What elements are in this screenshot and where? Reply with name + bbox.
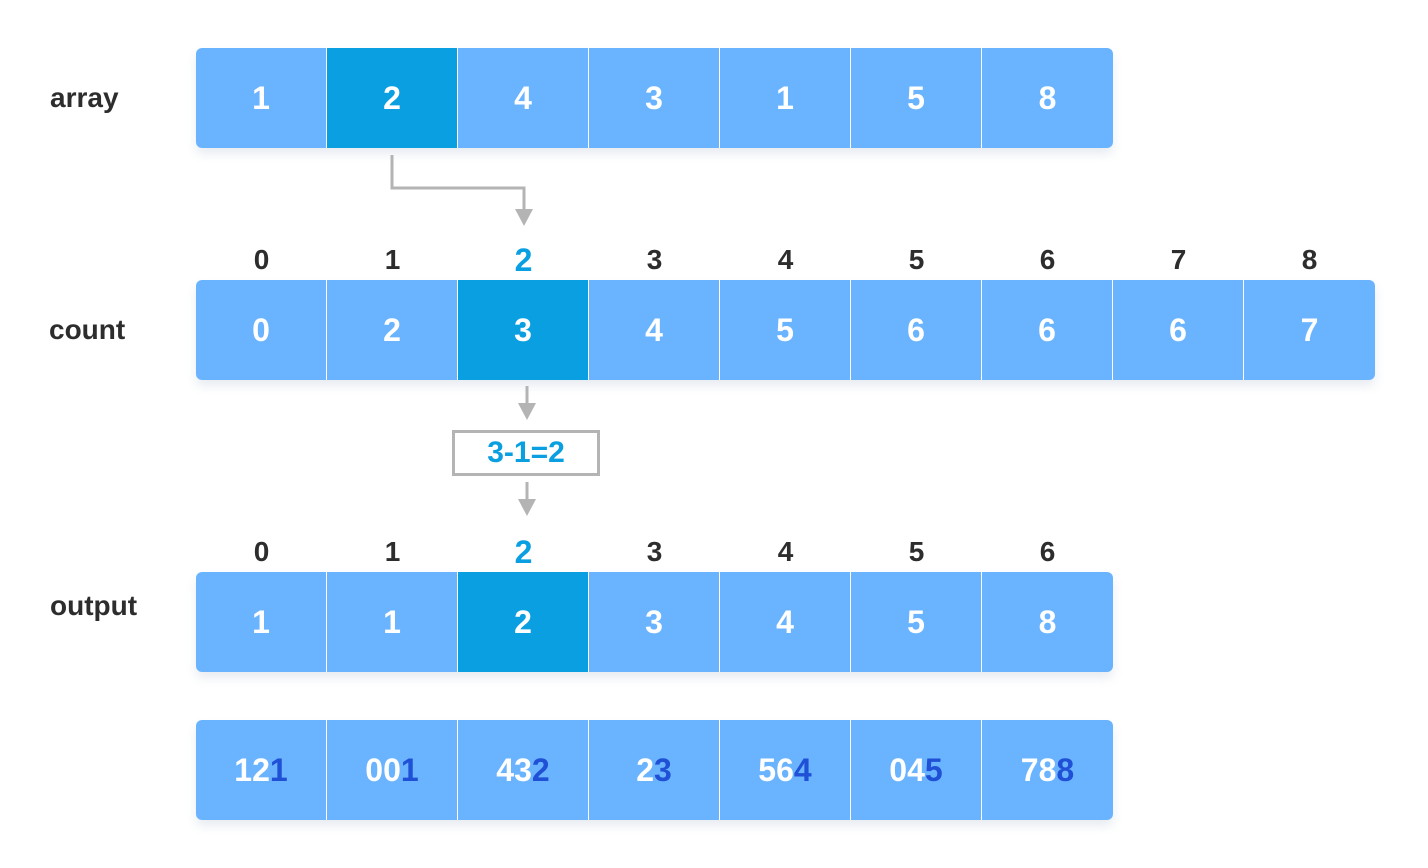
calculation-box: 3-1=2 bbox=[452, 430, 600, 476]
output-cell: 1 bbox=[196, 572, 327, 672]
output-cell: 4 bbox=[720, 572, 851, 672]
array-cell: 5 bbox=[851, 48, 982, 148]
number-place-digit: 4 bbox=[793, 751, 812, 788]
number-prefix: 56 bbox=[758, 751, 794, 788]
array-cell-highlighted: 2 bbox=[327, 48, 458, 148]
array-cell: 1 bbox=[720, 48, 851, 148]
count-to-calc-arrow bbox=[518, 386, 536, 420]
number-place-digit: 2 bbox=[531, 751, 550, 788]
array-cell: 4 bbox=[458, 48, 589, 148]
count-bar: 0 2 3 4 5 6 6 6 7 bbox=[196, 280, 1375, 380]
output-label: output bbox=[50, 590, 138, 621]
output-index-highlighted: 2 bbox=[514, 534, 533, 570]
number-prefix: 04 bbox=[889, 751, 925, 788]
count-cell: 5 bbox=[720, 280, 851, 380]
output-index: 4 bbox=[777, 536, 794, 567]
number-place-digit: 1 bbox=[400, 751, 419, 788]
count-cell: 4 bbox=[589, 280, 720, 380]
count-index: 0 bbox=[253, 244, 270, 275]
count-index: 4 bbox=[777, 244, 794, 275]
output-index: 1 bbox=[384, 536, 401, 567]
array-cell: 8 bbox=[982, 48, 1113, 148]
count-index: 6 bbox=[1039, 244, 1056, 275]
count-index: 3 bbox=[646, 244, 663, 275]
array-cell: 1 bbox=[196, 48, 327, 148]
number-place-digit: 3 bbox=[654, 751, 672, 788]
output-cell: 5 bbox=[851, 572, 982, 672]
output-index: 5 bbox=[908, 536, 925, 567]
count-cell: 6 bbox=[982, 280, 1113, 380]
calc-to-output-arrow bbox=[518, 482, 536, 516]
count-cell: 0 bbox=[196, 280, 327, 380]
count-cell: 7 bbox=[1244, 280, 1375, 380]
number-place-digit: 5 bbox=[924, 751, 943, 788]
output-index: 0 bbox=[253, 536, 270, 567]
array-bar: 1 2 4 3 1 5 8 bbox=[196, 48, 1113, 148]
output-cell: 3 bbox=[589, 572, 720, 672]
number-prefix: 78 bbox=[1020, 751, 1057, 788]
number-prefix: 00 bbox=[365, 751, 401, 788]
count-index: 8 bbox=[1301, 244, 1318, 275]
output-index-row: 0 1 2 3 4 5 6 bbox=[196, 534, 1113, 571]
array-cell: 3 bbox=[589, 48, 720, 148]
array-to-count-arrow bbox=[390, 155, 533, 226]
count-index-highlighted: 2 bbox=[514, 242, 533, 278]
count-label: count bbox=[49, 314, 126, 345]
number-place-digit: 1 bbox=[269, 751, 288, 788]
output-cell: 1 bbox=[327, 572, 458, 672]
array-label: array bbox=[50, 82, 119, 113]
output-cell: 8 bbox=[982, 572, 1113, 672]
count-cell: 6 bbox=[851, 280, 982, 380]
count-cell: 2 bbox=[327, 280, 458, 380]
number-prefix: 43 bbox=[496, 751, 532, 788]
number-place-digit: 8 bbox=[1056, 751, 1075, 788]
count-index: 7 bbox=[1170, 244, 1187, 275]
output-index: 3 bbox=[646, 536, 663, 567]
output-bar: 1 1 2 3 4 5 8 bbox=[196, 572, 1113, 672]
number-prefix: 12 bbox=[234, 751, 270, 788]
count-cell-highlighted: 3 bbox=[458, 280, 589, 380]
number-prefix: 2 bbox=[636, 751, 654, 788]
count-index-row: 0 1 2 3 4 5 6 7 8 bbox=[196, 242, 1375, 279]
output-cell-highlighted: 2 bbox=[458, 572, 589, 672]
count-index: 1 bbox=[384, 244, 401, 275]
output-index: 6 bbox=[1039, 536, 1056, 567]
count-index: 5 bbox=[908, 244, 925, 275]
count-cell: 6 bbox=[1113, 280, 1244, 380]
